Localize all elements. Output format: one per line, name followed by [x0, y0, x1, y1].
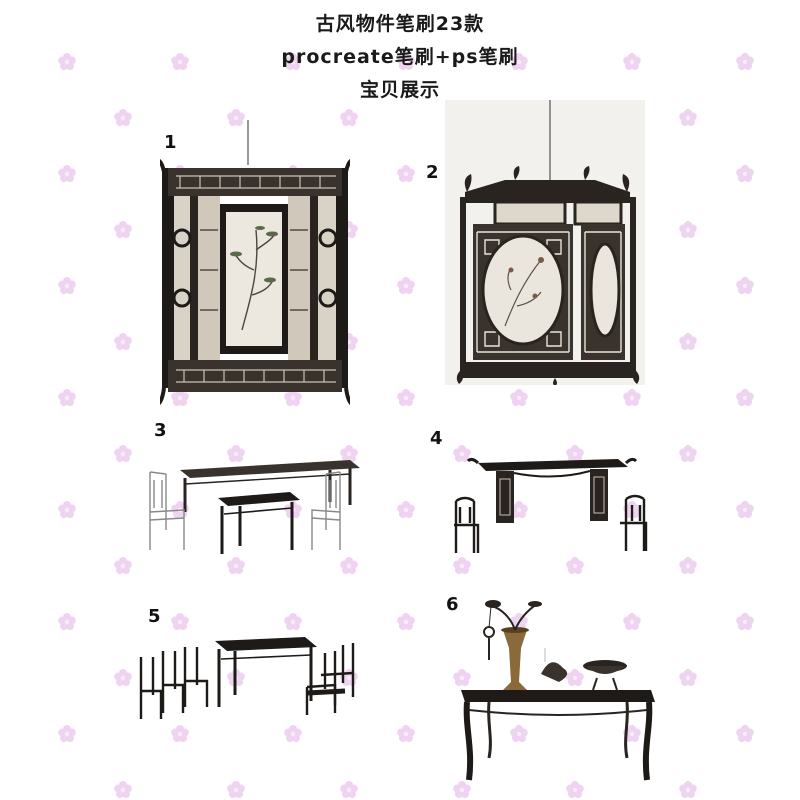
watermark-flower: [679, 781, 697, 798]
title-line-2: procreate笔刷+ps笔刷: [281, 46, 519, 68]
lantern-illustration-1: [160, 120, 350, 405]
watermark-flower: [58, 165, 76, 182]
watermark-flower: [114, 333, 132, 350]
watermark-flower: [623, 389, 641, 406]
watermark-flower: [284, 725, 302, 742]
watermark-flower: [58, 725, 76, 742]
furniture-illustration-5: [135, 635, 360, 725]
watermark-flower: [397, 389, 415, 406]
watermark-flower: [679, 221, 697, 238]
watermark-flower: [679, 109, 697, 126]
watermark-flower: [114, 109, 132, 126]
title-line-3: 宝贝展示: [359, 79, 440, 101]
watermark-flower: [679, 669, 697, 686]
watermark-flower: [58, 389, 76, 406]
watermark-flower: [510, 389, 528, 406]
watermark-flower: [736, 725, 754, 742]
watermark-flower: [736, 613, 754, 630]
title-line-1: 古风物件笔刷23款: [315, 13, 485, 35]
lantern-illustration-2: [445, 100, 645, 385]
item-number-2: 2: [426, 162, 439, 183]
watermark-flower: [284, 613, 302, 630]
watermark-flower: [679, 445, 697, 462]
watermark-flower: [397, 613, 415, 630]
item-number-1: 1: [164, 132, 177, 153]
watermark-flower: [114, 557, 132, 574]
watermark-flower: [171, 613, 189, 630]
watermark-flower: [114, 781, 132, 798]
watermark-flower: [58, 501, 76, 518]
item-number-3: 3: [154, 420, 167, 441]
item-number-4: 4: [430, 428, 443, 449]
watermark-flower: [114, 221, 132, 238]
watermark-flower: [114, 669, 132, 686]
header: 古风物件笔刷23款 procreate笔刷+ps笔刷 宝贝展示: [0, 8, 800, 107]
watermark-flower: [736, 389, 754, 406]
watermark-flower: [171, 725, 189, 742]
item-number-6: 6: [446, 594, 459, 615]
watermark-flower: [397, 501, 415, 518]
furniture-illustration-3: [140, 450, 370, 560]
watermark-flower: [58, 277, 76, 294]
item-number-5: 5: [148, 606, 161, 627]
watermark-flower: [58, 613, 76, 630]
watermark-flower: [679, 333, 697, 350]
watermark-flower: [340, 781, 358, 798]
watermark-flower: [397, 165, 415, 182]
watermark-flower: [227, 781, 245, 798]
watermark-flower: [114, 445, 132, 462]
watermark-flower: [736, 501, 754, 518]
furniture-illustration-6: [455, 598, 665, 788]
furniture-illustration-4: [448, 455, 658, 560]
watermark-flower: [679, 557, 697, 574]
watermark-flower: [736, 165, 754, 182]
watermark-flower: [397, 277, 415, 294]
watermark-flower: [736, 277, 754, 294]
watermark-flower: [397, 725, 415, 742]
